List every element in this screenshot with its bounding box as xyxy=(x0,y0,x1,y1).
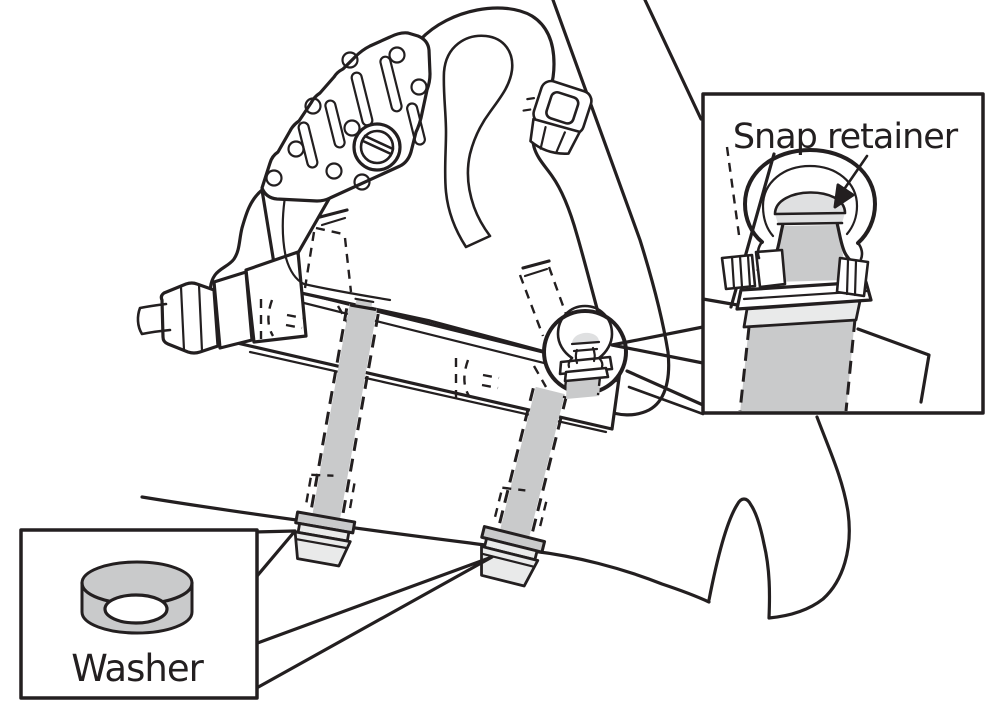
washer-hole xyxy=(103,593,169,625)
hose-fitting-hex xyxy=(159,281,220,355)
banjo-bolt xyxy=(352,122,402,172)
bolt-shaft-dashed-edges xyxy=(497,387,568,535)
hose-connector-block xyxy=(212,270,254,350)
mini-retainer-loop xyxy=(556,304,614,360)
hose-clamp-boss xyxy=(522,79,593,155)
seatstay-left-edge xyxy=(551,0,671,417)
snap-retainer-leader xyxy=(610,325,705,365)
chainstay-upper-line-2 xyxy=(627,385,705,416)
snap-retainer-callout: Snap retainer xyxy=(701,92,985,415)
left-bore-dashes xyxy=(303,226,353,293)
snap-retainer-label: Snap retainer xyxy=(733,117,959,157)
hidden-bolt-bores xyxy=(259,208,573,400)
snap-retainer-loop xyxy=(743,148,877,245)
callout-leaders xyxy=(250,325,705,692)
caliper-left-block xyxy=(244,250,308,344)
brake-hose-stub xyxy=(136,302,172,336)
snap-retainer-circle-detail xyxy=(542,304,628,399)
seatstay-right-edge xyxy=(643,0,703,121)
dropout-outline xyxy=(707,415,851,620)
right-bolt-tip xyxy=(521,259,551,270)
chainstay-upper-line xyxy=(625,369,705,407)
washer-callout: Washer xyxy=(19,528,259,700)
hex-facet-lines xyxy=(179,283,204,353)
washer-label: Washer xyxy=(71,647,204,690)
snap-retainer-callout-box xyxy=(701,92,985,415)
caliper-body xyxy=(208,6,622,374)
left-plate-bore xyxy=(259,299,352,339)
caliper-inner-contour xyxy=(281,170,392,302)
bolt-shaft xyxy=(311,303,378,523)
left-bolt-tip xyxy=(318,208,349,219)
washer-leader-right xyxy=(250,555,494,692)
bolt-shaft xyxy=(498,386,565,542)
snap-retainer-arrow xyxy=(833,154,869,209)
right-plate-bore xyxy=(454,358,548,400)
washer-drawing xyxy=(80,560,194,635)
washer-leader-left xyxy=(250,529,297,584)
frame-outline xyxy=(140,0,851,620)
caliper-hook-cutout xyxy=(442,34,514,249)
mounting-bolt-left xyxy=(293,297,380,568)
snap-retainer-detail-drawing xyxy=(701,146,931,413)
